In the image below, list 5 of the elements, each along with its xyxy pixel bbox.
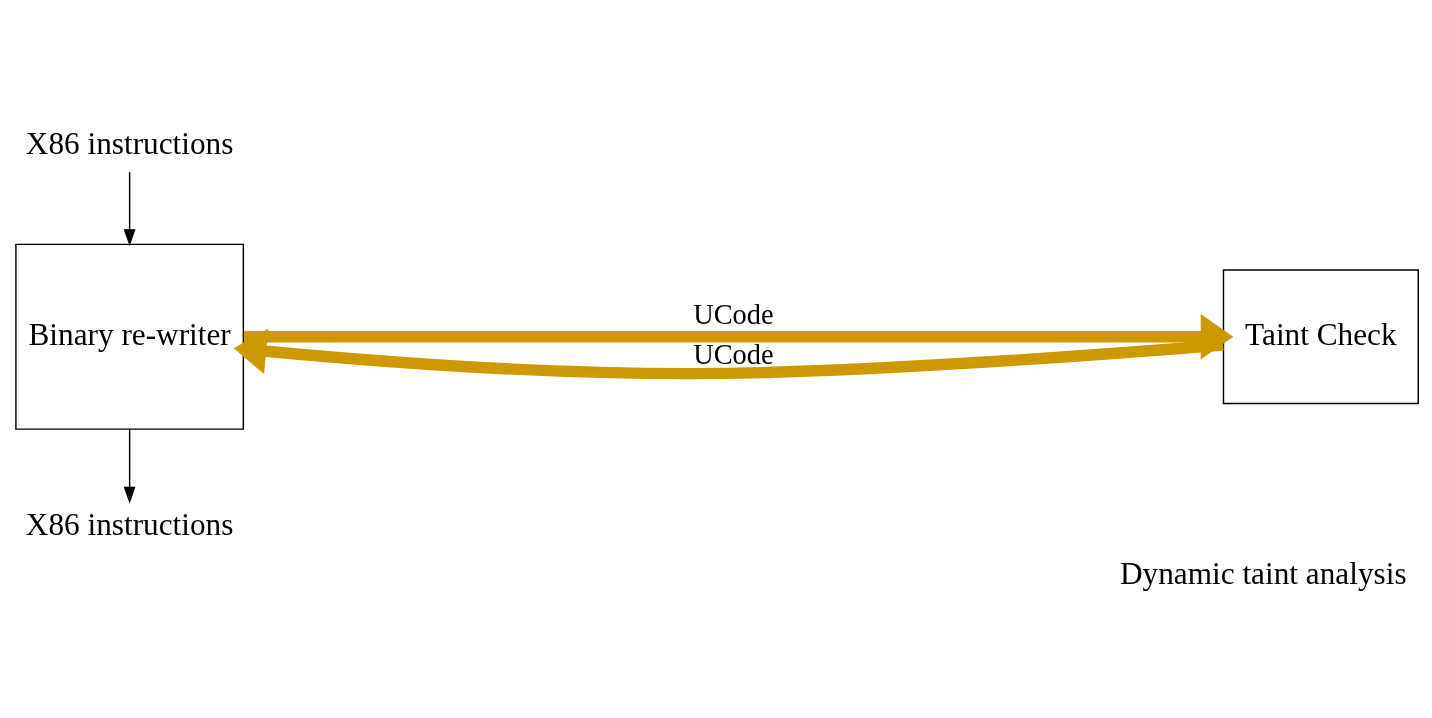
edge-label: UCode: [693, 338, 774, 370]
node-text: X86 instructions: [25, 506, 234, 542]
node-text: X86 instructions: [25, 125, 234, 161]
edge-label: UCode: [693, 298, 774, 330]
caption: Dynamic taint analysis: [1120, 555, 1407, 591]
